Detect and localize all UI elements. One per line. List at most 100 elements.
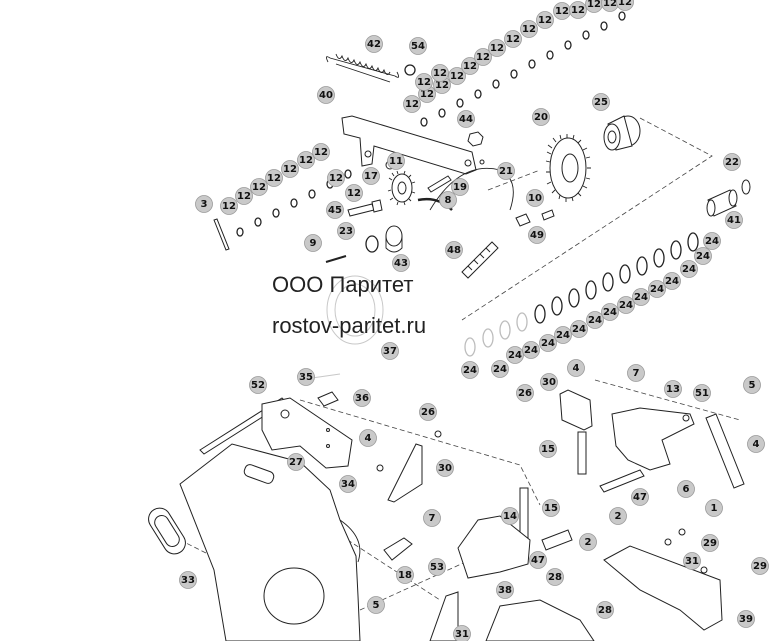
callout-circle: [631, 488, 649, 506]
callout-circle: [453, 625, 471, 641]
callout-number: 24: [493, 364, 507, 375]
callout-number: 24: [572, 324, 586, 335]
callout-circle: [677, 480, 695, 498]
callout-c12y: 12: [415, 73, 433, 91]
watermark-website: rostov-paritet.ru: [272, 313, 427, 338]
callout-number: 19: [453, 182, 467, 193]
callout-number: 12: [587, 0, 601, 10]
callout-circle: [415, 73, 433, 91]
callout-c11: 11: [387, 152, 405, 170]
callout-number: 12: [347, 188, 361, 199]
callout-c31a: 31: [683, 552, 701, 570]
callout-circle: [747, 435, 765, 453]
callout-c24o: 24: [694, 247, 712, 265]
callout-circle: [703, 232, 721, 250]
callout-circle: [419, 403, 437, 421]
bushing-part: [706, 189, 738, 217]
plate-part: [559, 389, 593, 431]
washer-part: [404, 64, 416, 76]
callout-circle: [536, 11, 554, 29]
callout-number: 24: [650, 284, 664, 295]
callout-circle: [751, 557, 769, 575]
callout-number: 40: [319, 90, 333, 101]
lever-arm: [341, 115, 477, 175]
callout-number: 24: [541, 338, 555, 349]
callout-circle: [705, 499, 723, 517]
callout-circle: [680, 260, 698, 278]
callout-circle: [327, 169, 345, 187]
clamp-part: [317, 391, 339, 407]
callout-c47a: 47: [631, 488, 649, 506]
callout-number: 14: [503, 511, 517, 522]
callout-number: 8: [445, 195, 452, 206]
callout-circle: [504, 30, 522, 48]
callout-circle: [474, 48, 492, 66]
callout-circle: [632, 288, 650, 306]
callout-c24k: 24: [632, 288, 650, 306]
callout-c12g: 12: [488, 39, 506, 57]
callout-number: 12: [237, 191, 251, 202]
callout-c4a: 4: [359, 429, 377, 447]
callout-c24j: 24: [617, 296, 635, 314]
callout-c23: 23: [337, 222, 355, 240]
callout-circle: [554, 326, 572, 344]
callout-circle: [265, 169, 283, 187]
nut-part: [467, 131, 484, 147]
clip-part: [383, 537, 413, 561]
callout-circle: [461, 361, 479, 379]
callout-circle: [195, 195, 213, 213]
callout-circle: [345, 184, 363, 202]
callout-number: 24: [619, 300, 633, 311]
callout-circle: [249, 376, 267, 394]
callout-number: 12: [433, 68, 447, 79]
callout-number: 39: [739, 614, 753, 625]
callout-c27: 27: [287, 453, 305, 471]
callout-number: 35: [299, 372, 313, 383]
callout-c12l: 12: [569, 1, 587, 19]
callout-circle: [617, 296, 635, 314]
callout-c4c: 4: [567, 359, 585, 377]
callout-circle: [501, 507, 519, 525]
callout-circle: [664, 380, 682, 398]
callout-number: 24: [634, 292, 648, 303]
callout-c42: 42: [365, 35, 383, 53]
callout-number: 29: [703, 538, 717, 549]
callout-c17: 17: [362, 167, 380, 185]
callout-circle: [693, 384, 711, 402]
callout-c37: 37: [381, 342, 399, 360]
callout-circle: [723, 153, 741, 171]
callout-c39: 39: [737, 610, 755, 628]
callout-number: 30: [542, 377, 556, 388]
callout-c24n: 24: [680, 260, 698, 278]
callout-number: 52: [251, 380, 265, 391]
callout-c8: 8: [439, 191, 457, 209]
callout-number: 4: [573, 363, 580, 374]
callout-circle: [528, 226, 546, 244]
callout-number: 45: [328, 205, 342, 216]
callout-number: 12: [329, 173, 343, 184]
callout-number: 7: [633, 368, 640, 379]
callout-circle: [725, 211, 743, 229]
callout-circle: [542, 499, 560, 517]
callout-c12t: 12: [312, 143, 330, 161]
callout-circle: [448, 67, 466, 85]
callout-circle: [516, 384, 534, 402]
callout-number: 3: [201, 199, 208, 210]
callout-number: 24: [665, 276, 679, 287]
callout-number: 24: [508, 350, 522, 361]
callout-number: 12: [522, 24, 536, 35]
triangle-bracket: [387, 443, 423, 503]
callout-number: 12: [283, 164, 297, 175]
callout-c4b: 4: [747, 435, 765, 453]
callout-number: 5: [749, 380, 756, 391]
callout-c25: 25: [592, 93, 610, 111]
callout-c24i: 24: [601, 303, 619, 321]
callout-circle: [436, 459, 454, 477]
callout-number: 24: [556, 330, 570, 341]
callout-c24h: 24: [586, 311, 604, 329]
callout-number: 51: [695, 388, 709, 399]
callout-number: 26: [421, 407, 435, 418]
callout-number: 44: [459, 114, 473, 125]
callout-c24m: 24: [663, 272, 681, 290]
callout-c12q: 12: [265, 169, 283, 187]
